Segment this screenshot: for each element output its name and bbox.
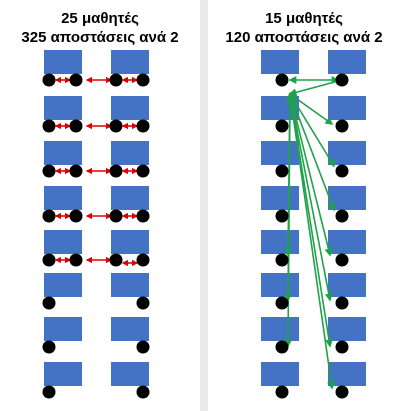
right-title-line1: 15 μαθητές — [265, 10, 343, 27]
desk — [328, 186, 366, 210]
student — [136, 209, 150, 223]
student — [335, 119, 349, 133]
student — [335, 164, 349, 178]
student — [136, 73, 150, 87]
student — [109, 164, 123, 178]
student — [42, 296, 56, 310]
student — [275, 73, 289, 87]
student — [69, 73, 83, 87]
student — [136, 385, 150, 399]
student — [275, 209, 289, 223]
desk — [44, 362, 82, 386]
student — [136, 119, 150, 133]
desk — [44, 96, 82, 120]
student — [275, 119, 289, 133]
student — [42, 340, 56, 354]
left-title-line1: 25 μαθητές — [61, 10, 139, 27]
desk — [111, 96, 149, 120]
student — [275, 385, 289, 399]
left-distance-arrows — [54, 76, 139, 267]
student — [136, 253, 150, 267]
right-distance-arrows — [284, 76, 344, 390]
desk — [261, 317, 299, 341]
student — [42, 253, 56, 267]
student — [335, 253, 349, 267]
left-panel: 25 μαθητές 325 αποστάσεις ανά 2 — [0, 0, 200, 411]
student — [109, 73, 123, 87]
desk — [328, 50, 366, 74]
desk — [328, 317, 366, 341]
desk — [44, 50, 82, 74]
student — [335, 73, 349, 87]
desk — [328, 273, 366, 297]
left-title-line2: 325 αποστάσεις ανά 2 — [21, 29, 179, 46]
student — [335, 340, 349, 354]
student — [42, 385, 56, 399]
student — [275, 164, 289, 178]
student — [109, 119, 123, 133]
student — [109, 209, 123, 223]
student — [275, 296, 289, 310]
student — [136, 164, 150, 178]
desk — [328, 362, 366, 386]
desk — [44, 141, 82, 165]
student — [69, 209, 83, 223]
desk — [44, 317, 82, 341]
desk — [261, 230, 299, 254]
desk — [111, 141, 149, 165]
right-title-line2: 120 αποστάσεις ανά 2 — [225, 29, 383, 46]
student — [42, 164, 56, 178]
left-desks — [44, 50, 149, 386]
student — [69, 119, 83, 133]
distance-arrow — [284, 92, 294, 257]
desk — [328, 230, 366, 254]
distance-arrow — [288, 77, 344, 97]
student — [42, 73, 56, 87]
desk — [328, 96, 366, 120]
desk — [261, 362, 299, 386]
student — [275, 253, 289, 267]
student — [136, 296, 150, 310]
student — [335, 209, 349, 223]
student — [275, 340, 289, 354]
student — [335, 385, 349, 399]
student — [335, 296, 349, 310]
student — [109, 253, 123, 267]
desk — [111, 317, 149, 341]
desk — [44, 186, 82, 210]
desk — [261, 50, 299, 74]
desk — [261, 186, 299, 210]
desk — [261, 141, 299, 165]
desk — [44, 273, 82, 297]
desk — [111, 273, 149, 297]
student — [136, 340, 150, 354]
desk — [261, 273, 299, 297]
desk — [44, 230, 82, 254]
student — [42, 209, 56, 223]
student — [42, 119, 56, 133]
student — [69, 164, 83, 178]
desk — [111, 362, 149, 386]
students — [42, 73, 349, 399]
desk — [111, 50, 149, 74]
distance-arrow — [286, 92, 336, 390]
desk — [328, 141, 366, 165]
student — [69, 253, 83, 267]
desk — [111, 186, 149, 210]
desk — [111, 230, 149, 254]
